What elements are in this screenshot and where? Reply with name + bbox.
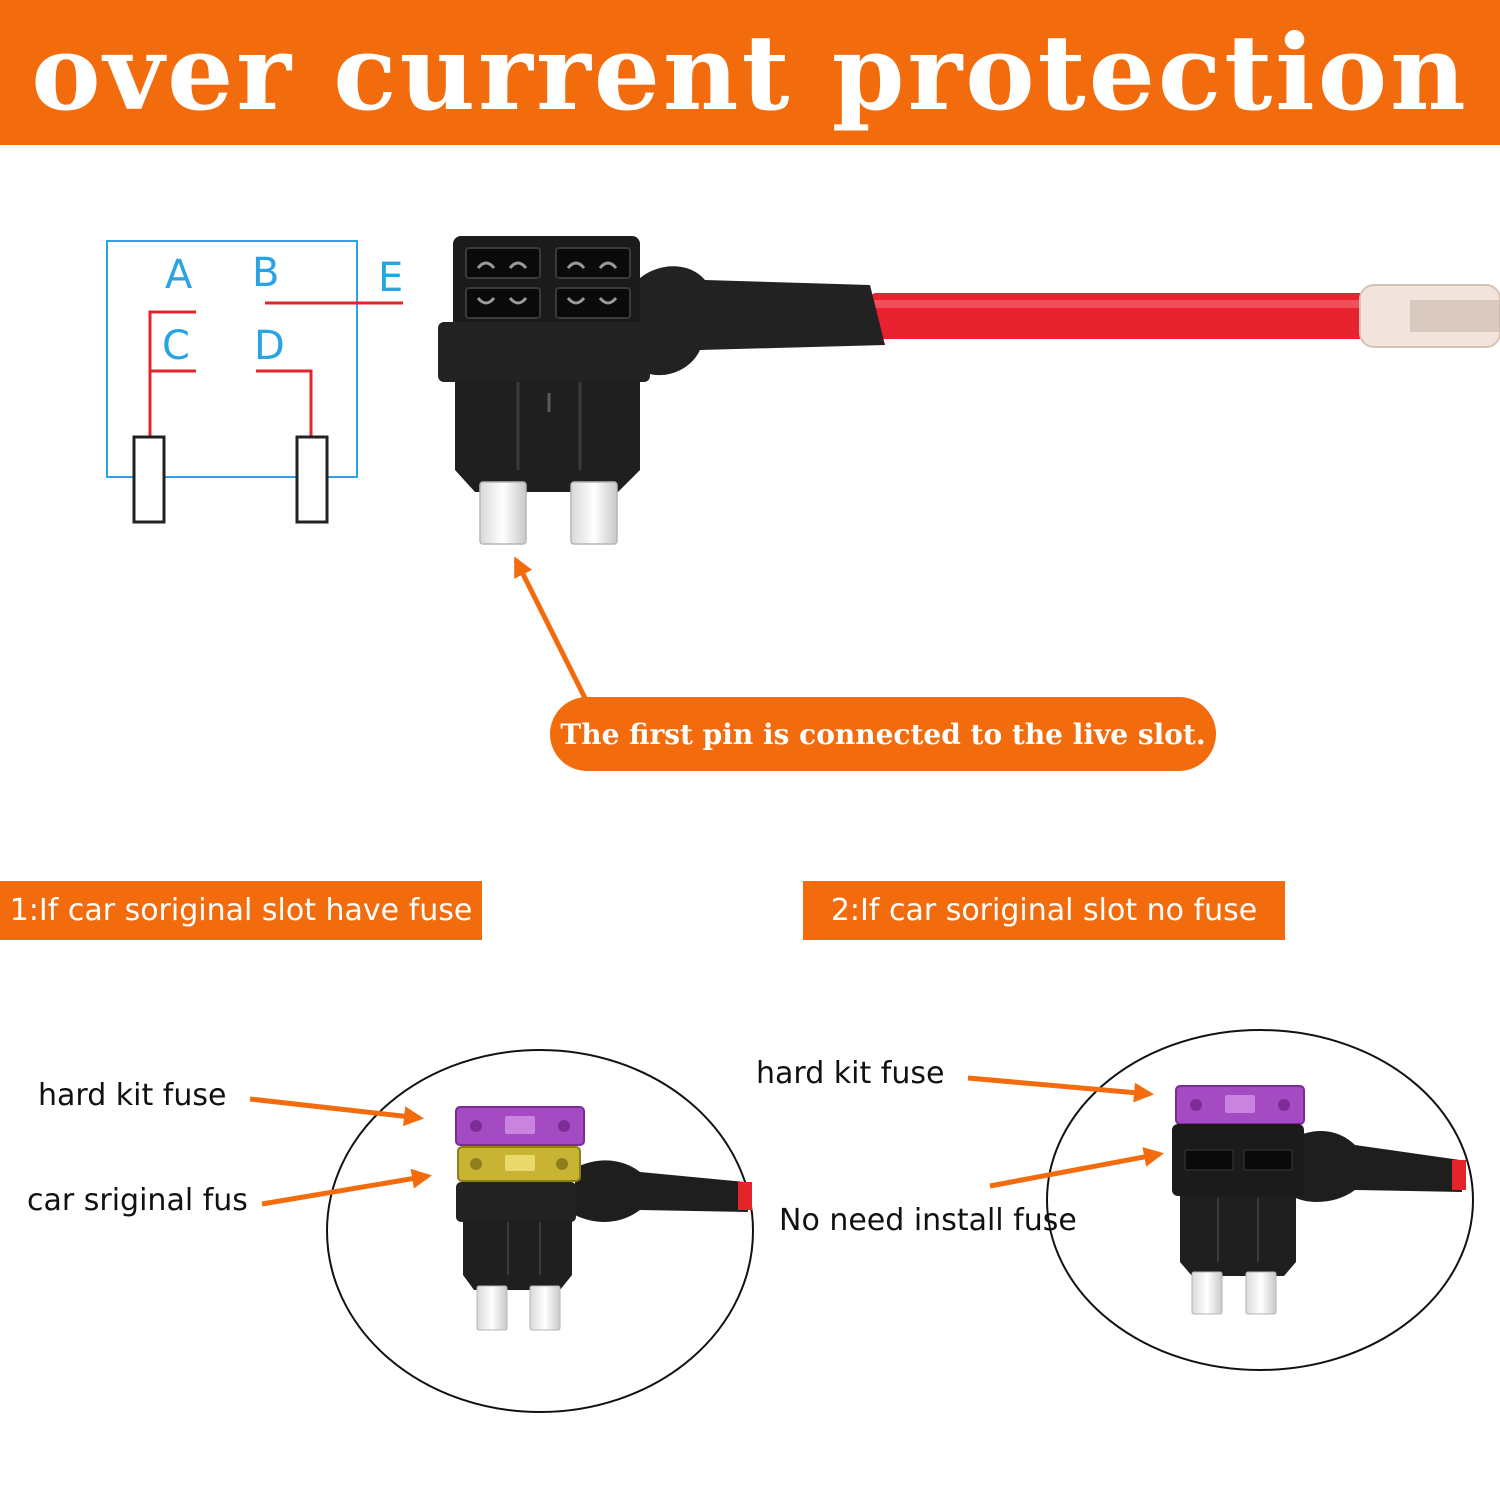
case-with-fuse-illustration bbox=[326, 1049, 754, 1413]
strain-relief bbox=[640, 266, 885, 376]
case-without-fuse-illustration bbox=[1046, 1029, 1474, 1371]
left-kit-fuse-label: hard kit fuse bbox=[38, 1078, 227, 1113]
fuse-tap-schematic bbox=[106, 240, 403, 524]
right-kit-fuse-label: hard kit fuse bbox=[756, 1056, 945, 1091]
schematic-pin-right bbox=[295, 435, 329, 524]
title-banner: over current protection bbox=[0, 0, 1500, 145]
left-original-fuse-arrow bbox=[261, 1168, 432, 1207]
case-without-fuse-badge: 2:If car soriginal slot no fuse bbox=[803, 881, 1285, 940]
live-slot-note: The first pin is connected to the live s… bbox=[550, 697, 1216, 771]
schematic-label-c: C bbox=[162, 323, 190, 369]
schematic-frame bbox=[106, 240, 358, 478]
left-original-fuse-label: car sriginal fus bbox=[27, 1183, 248, 1218]
schematic-label-a: A bbox=[165, 252, 193, 298]
left-kit-fuse-arrow bbox=[249, 1096, 424, 1127]
schematic-pin-left bbox=[132, 435, 166, 524]
first-pin-arrow bbox=[513, 556, 588, 700]
page-title: over current protection bbox=[31, 10, 1469, 134]
main-fuse-tap bbox=[438, 236, 1500, 545]
case-with-fuse-badge: 1:If car soriginal slot have fuse bbox=[0, 881, 482, 940]
right-no-fuse-label: No need install fuse bbox=[779, 1203, 1077, 1238]
right-no-fuse-arrow bbox=[989, 1147, 1164, 1189]
red-wire bbox=[870, 293, 1370, 339]
schematic-wire-d bbox=[256, 369, 313, 437]
first-pin bbox=[479, 481, 527, 545]
holder-body bbox=[455, 380, 640, 492]
schematic-label-e: E bbox=[378, 255, 404, 301]
second-pin bbox=[570, 481, 618, 545]
right-kit-fuse-arrow bbox=[967, 1075, 1154, 1103]
schematic-label-b: B bbox=[252, 250, 280, 296]
schematic-label-d: D bbox=[254, 323, 285, 369]
holder-collar bbox=[438, 322, 650, 382]
schematic-wire-c bbox=[148, 310, 196, 437]
